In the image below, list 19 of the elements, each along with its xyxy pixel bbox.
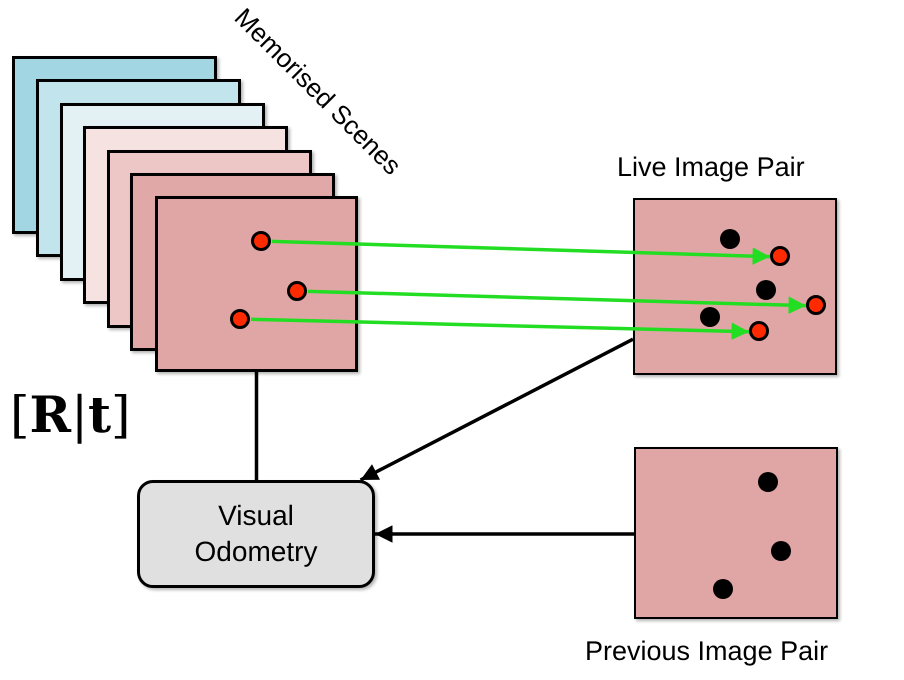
image-frame	[634, 447, 838, 619]
process-box: Visual Odometry	[137, 480, 375, 588]
image-frame	[633, 198, 837, 375]
image-heading: Live Image Pair	[617, 152, 805, 183]
feature-point	[770, 246, 790, 266]
feature-point	[230, 309, 250, 329]
feature-point	[806, 295, 826, 315]
arrow	[308, 290, 806, 314]
feature-point	[251, 231, 271, 251]
feature-point	[749, 321, 769, 341]
feature-point	[287, 281, 307, 301]
arrow	[250, 318, 750, 340]
arrow	[375, 525, 634, 543]
math-formula: [R|t]	[10, 385, 131, 444]
connector-line	[254, 372, 258, 480]
image-frame	[155, 196, 358, 372]
arrow	[272, 240, 770, 265]
image-heading: Previous Image Pair	[585, 636, 828, 667]
arrow	[360, 338, 634, 482]
